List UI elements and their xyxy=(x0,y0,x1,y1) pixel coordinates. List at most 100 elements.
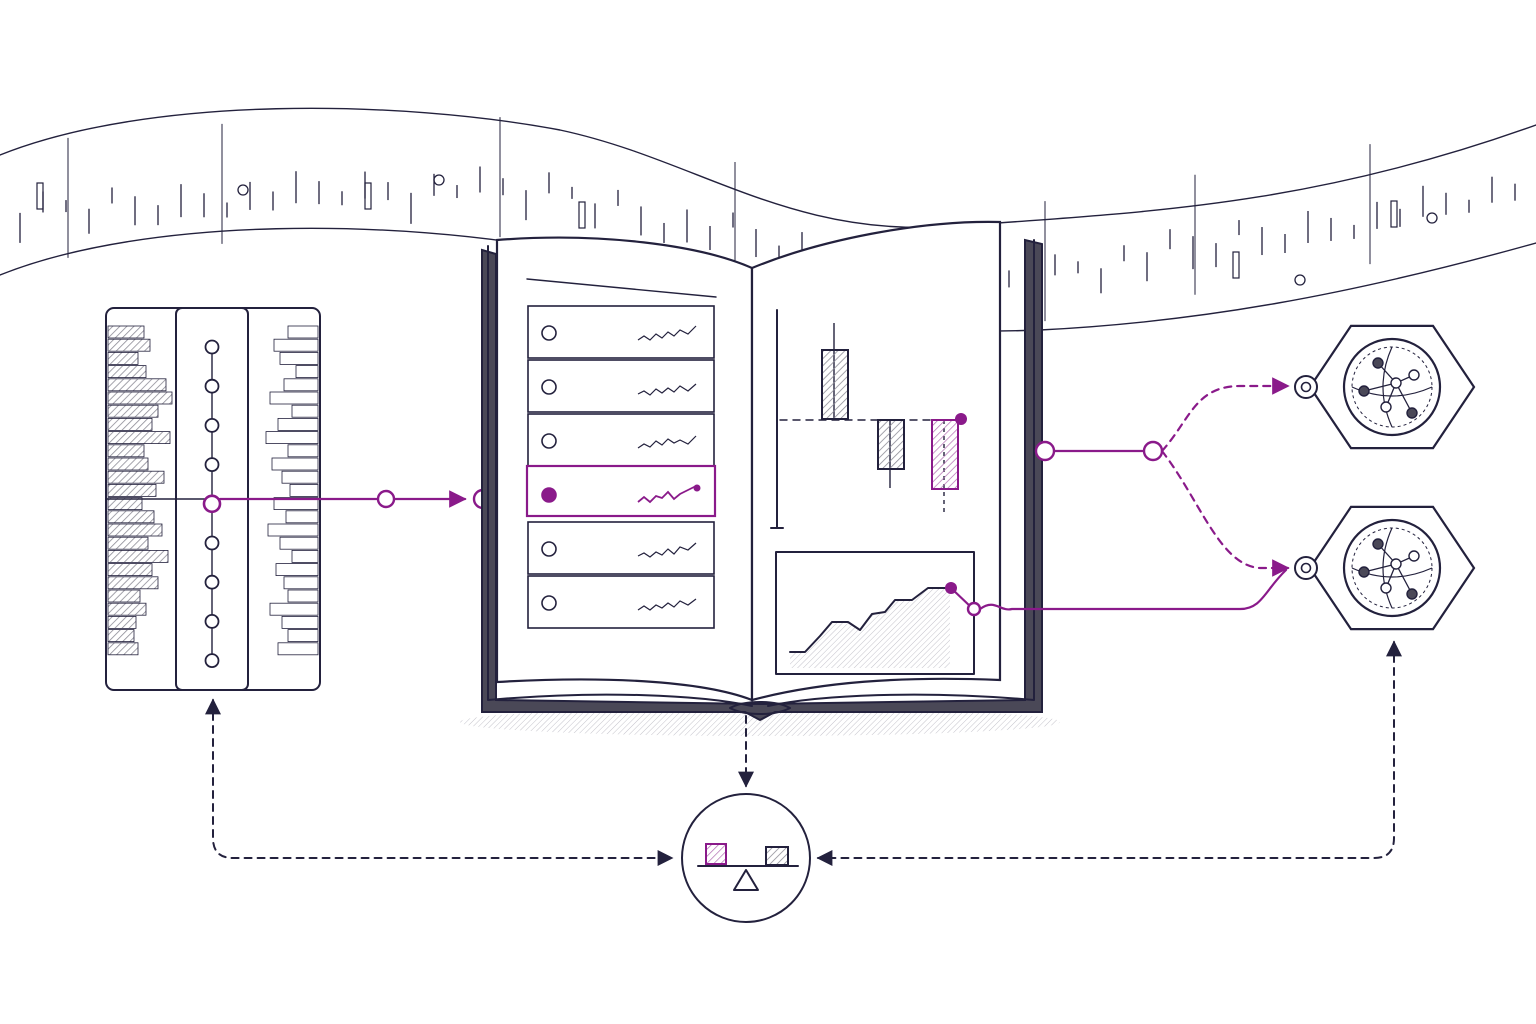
left-bar xyxy=(107,378,167,392)
right-bar xyxy=(273,338,319,352)
scale-weight-left xyxy=(705,843,727,865)
right-bar xyxy=(277,417,319,431)
scale-pivot-icon xyxy=(733,869,759,891)
left-bar xyxy=(107,589,141,603)
book-row-list xyxy=(525,305,717,629)
hex-nodes xyxy=(1294,324,1476,631)
candlestick-chart xyxy=(770,309,967,529)
book-row[interactable] xyxy=(527,575,715,629)
left-bar xyxy=(107,642,139,656)
book-row[interactable] xyxy=(527,521,715,575)
track-node[interactable] xyxy=(204,574,220,590)
split-node[interactable] xyxy=(1142,440,1164,462)
globe-meridian xyxy=(1382,346,1393,428)
left-bar xyxy=(107,576,159,590)
right-bar xyxy=(275,563,319,576)
hex-port-core xyxy=(1300,562,1312,574)
left-bar-stack-panel xyxy=(105,307,321,691)
left-bar xyxy=(107,444,145,458)
left-bar xyxy=(107,510,155,524)
row-radio[interactable] xyxy=(541,379,557,395)
candle-highlight[interactable] xyxy=(931,419,959,490)
left-bar xyxy=(107,629,135,642)
left-bar xyxy=(107,417,153,431)
globe-node xyxy=(1372,538,1384,550)
track-node[interactable] xyxy=(204,535,220,551)
candle-highlight-dot[interactable] xyxy=(955,413,967,425)
tape-marker xyxy=(364,182,372,210)
candle[interactable] xyxy=(877,419,905,470)
globe-node xyxy=(1390,558,1402,570)
track-node[interactable] xyxy=(204,339,220,355)
track-nodes xyxy=(202,339,222,668)
balance-scale[interactable] xyxy=(681,793,811,923)
row-radio[interactable] xyxy=(541,541,557,557)
area-chart-exit-node[interactable] xyxy=(966,601,982,617)
globe-node xyxy=(1372,357,1384,369)
hex-globe-node[interactable] xyxy=(1294,505,1476,631)
connector-panel-to-book xyxy=(218,488,494,510)
right-bar xyxy=(271,457,319,471)
left-bar xyxy=(107,616,137,629)
feedback-loop xyxy=(205,640,1402,866)
right-bar xyxy=(287,325,319,339)
left-bar xyxy=(107,325,145,339)
row-radio[interactable] xyxy=(541,487,557,503)
hex-globe-node[interactable] xyxy=(1294,324,1476,450)
track-node[interactable] xyxy=(204,417,220,433)
book-row[interactable] xyxy=(527,305,715,359)
connector-book-to-globes xyxy=(978,377,1290,611)
hex-port-core xyxy=(1300,381,1312,393)
tape-dot xyxy=(1426,212,1438,224)
row-radio[interactable] xyxy=(541,595,557,611)
tape-marker xyxy=(1232,251,1240,279)
right-bar xyxy=(279,536,319,550)
left-bar xyxy=(107,497,143,511)
left-bar xyxy=(107,536,149,550)
row-frame xyxy=(527,413,715,467)
right-bar xyxy=(295,365,319,379)
right-bar xyxy=(291,550,319,563)
track-node[interactable] xyxy=(204,378,220,394)
right-bar xyxy=(285,510,319,524)
globe-node xyxy=(1408,550,1420,562)
right-bar xyxy=(265,431,319,445)
left-bar xyxy=(107,523,163,537)
globe-node xyxy=(1406,588,1418,600)
right-bar xyxy=(281,616,319,629)
globe-node xyxy=(1408,369,1420,381)
row-radio[interactable] xyxy=(541,433,557,449)
globe-node xyxy=(1406,407,1418,419)
book-row[interactable] xyxy=(527,359,715,413)
left-bar xyxy=(107,602,147,616)
tape-marker xyxy=(578,201,586,229)
right-bar xyxy=(287,589,319,603)
row-sparkline xyxy=(637,485,697,504)
book-row[interactable] xyxy=(527,413,715,467)
track-node[interactable] xyxy=(204,653,220,668)
row-radio[interactable] xyxy=(541,325,557,341)
globe-node xyxy=(1380,582,1392,594)
tape-dot xyxy=(237,184,249,196)
right-bar xyxy=(277,642,319,656)
book-exit-node[interactable] xyxy=(1034,440,1056,462)
track-node[interactable] xyxy=(204,614,220,629)
right-bar xyxy=(291,404,319,418)
right-bar xyxy=(287,629,319,642)
tape-marker xyxy=(36,182,44,210)
track-node[interactable] xyxy=(204,457,220,473)
track-node-selected[interactable] xyxy=(202,494,222,514)
connector-node[interactable] xyxy=(376,489,396,509)
left-bar xyxy=(107,404,159,418)
candle[interactable] xyxy=(821,349,849,420)
row-sparkline xyxy=(637,383,697,396)
book-row-selected[interactable] xyxy=(525,464,717,518)
scale-weight-right xyxy=(765,846,789,866)
right-bar xyxy=(289,483,319,497)
right-bar xyxy=(283,576,319,590)
row-frame xyxy=(527,359,715,413)
right-bar xyxy=(267,523,319,537)
left-bar xyxy=(107,338,151,352)
row-sparkline-end xyxy=(693,484,701,492)
